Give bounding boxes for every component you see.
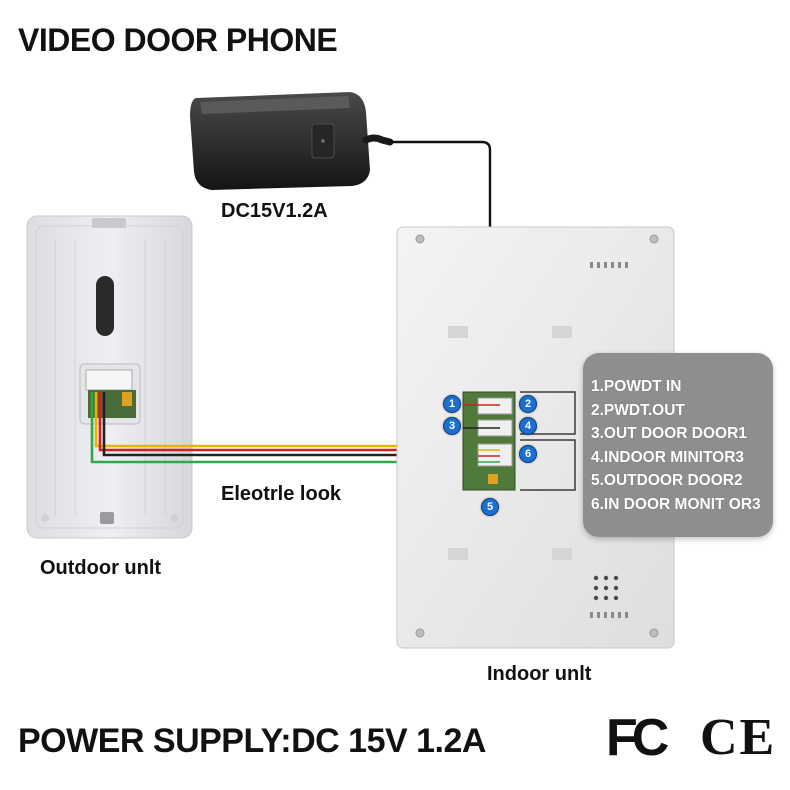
outdoor-unit [26, 215, 193, 539]
terminal-badge-5: 5 [481, 498, 499, 516]
legend-item: 1.POWDT IN [591, 378, 682, 395]
legend-item: 3.OUT DOOR DOOR1 [591, 425, 747, 442]
adapter-label: DC15V1.2A [221, 200, 328, 222]
legend-item: 2.PWDT.OUT [591, 401, 685, 419]
power-adapter-icon [190, 92, 492, 402]
terminal-badge-2: 2 [519, 395, 537, 413]
connection-wires [90, 392, 478, 464]
page-title: VIDEO DOOR PHONE [18, 22, 338, 58]
ce-logo: CE [700, 709, 777, 766]
indoor-unit-label: Indoor unlt [487, 663, 592, 685]
power-supply-spec: POWER SUPPLY:DC 15V 1.2A [18, 722, 486, 760]
terminal-badge-3: 3 [443, 417, 461, 435]
terminal-legend: 1.POWDT IN 2.PWDT.OUT 3.OUT DOOR DOOR1 4… [583, 353, 773, 537]
legend-item: 6.IN DOOR MONIT OR3 [591, 495, 761, 513]
indoor-unit [396, 226, 675, 649]
legend-item: 4.INDOOR MINITOR3 [591, 448, 745, 466]
terminal-badge-4: 4 [519, 417, 537, 435]
terminal-badge-1: 1 [443, 395, 461, 413]
fc-logo: FC [606, 709, 669, 767]
outdoor-unit-label: Outdoor unlt [40, 557, 162, 579]
legend-item: 5.OUTDOOR DOOR2 [591, 472, 743, 489]
wire-label: Eleotrle look [221, 483, 342, 505]
terminal-badge-6: 6 [519, 445, 537, 463]
